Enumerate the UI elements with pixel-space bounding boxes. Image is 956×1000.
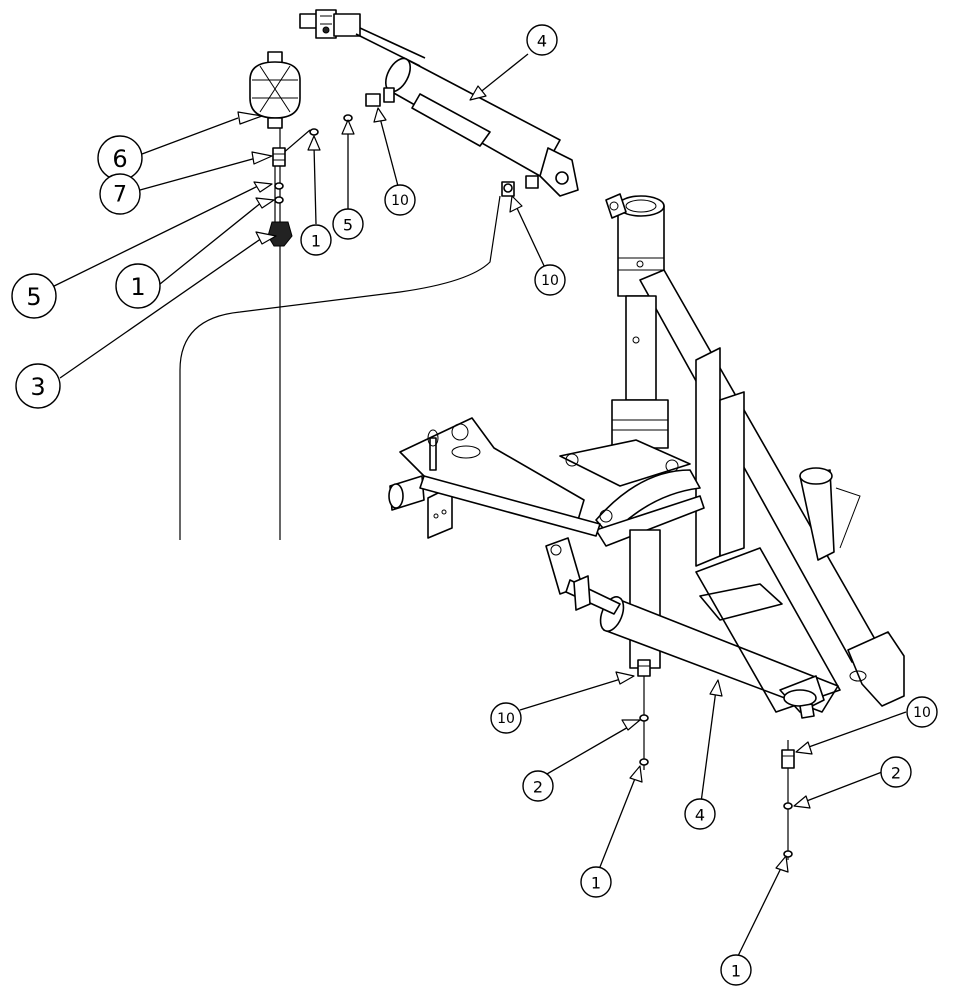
callout-1-top: 1 <box>300 224 332 256</box>
callout-7: 7 <box>99 173 141 215</box>
svg-text:4: 4 <box>537 32 547 51</box>
svg-text:1: 1 <box>130 273 145 301</box>
callout-leaders <box>45 53 907 957</box>
svg-text:4: 4 <box>695 806 705 825</box>
top-cylinder-fittings <box>309 87 539 197</box>
accumulator-part <box>249 51 301 129</box>
callout-1-bottom-left: 1 <box>580 866 612 898</box>
svg-text:2: 2 <box>891 764 901 783</box>
callout-4-bottom: 4 <box>684 798 716 830</box>
machine-frame <box>388 193 905 719</box>
svg-text:2: 2 <box>533 778 543 797</box>
callout-6: 6 <box>97 135 143 181</box>
svg-text:7: 7 <box>113 183 127 208</box>
callout-5-top: 5 <box>332 208 364 240</box>
svg-text:6: 6 <box>112 145 127 173</box>
svg-text:10: 10 <box>913 705 931 721</box>
callout-3: 3 <box>15 363 61 409</box>
callout-10-top: 10 <box>384 184 416 216</box>
svg-text:5: 5 <box>343 216 353 235</box>
svg-text:1: 1 <box>731 962 741 981</box>
top-cylinder <box>299 9 579 197</box>
callout-2-bottom-right: 2 <box>880 756 912 788</box>
svg-text:3: 3 <box>30 373 45 401</box>
svg-text:10: 10 <box>391 193 409 209</box>
svg-text:5: 5 <box>26 283 41 311</box>
callout-5-left: 5 <box>11 273 57 319</box>
svg-text:10: 10 <box>541 273 559 289</box>
callout-10-mid: 10 <box>534 264 566 296</box>
callout-1-bottom-right: 1 <box>720 954 752 986</box>
callout-balloons: 6 7 5 1 3 1 5 10 <box>11 24 938 986</box>
svg-text:10: 10 <box>497 711 515 727</box>
svg-text:1: 1 <box>311 232 321 251</box>
lower-fittings <box>637 659 795 860</box>
left-hose-fittings <box>267 147 293 247</box>
callout-4-top: 4 <box>526 24 558 56</box>
callout-1-left: 1 <box>115 263 161 309</box>
svg-text:1: 1 <box>591 874 601 893</box>
callout-10-bottom-right: 10 <box>906 696 938 728</box>
callout-2-bottom-left: 2 <box>522 770 554 802</box>
callout-10-bottom-left: 10 <box>490 702 522 734</box>
